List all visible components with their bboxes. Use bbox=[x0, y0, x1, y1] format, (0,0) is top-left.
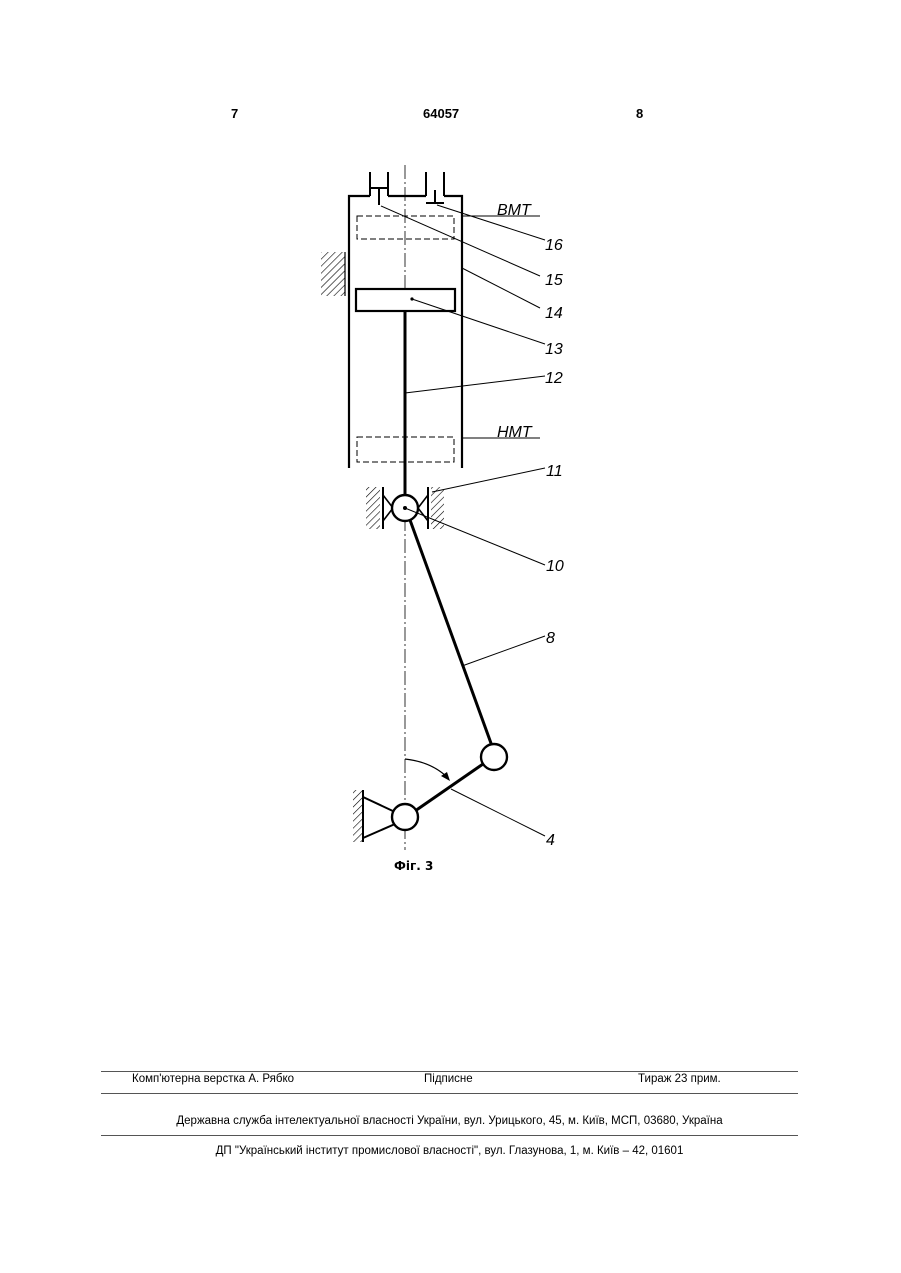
crank-arm bbox=[415, 764, 483, 811]
cylinder-mount-hatch bbox=[321, 252, 345, 296]
tdc-piston-position bbox=[357, 216, 454, 239]
angle-arc bbox=[405, 759, 448, 778]
label-10: 10 bbox=[546, 558, 564, 575]
footer-rule-top bbox=[101, 1071, 798, 1072]
label-16: 16 bbox=[545, 237, 563, 254]
footer-rule-middle bbox=[101, 1093, 798, 1094]
label-15: 15 bbox=[545, 272, 563, 289]
label-4: 4 bbox=[546, 832, 555, 849]
label-11: 11 bbox=[546, 463, 563, 480]
figure-caption: Фіг. 3 bbox=[394, 859, 433, 873]
piston bbox=[356, 289, 455, 311]
circulation: Тираж 23 прим. bbox=[638, 1073, 721, 1085]
label-13: 13 bbox=[545, 341, 563, 358]
institute-address: ДП "Український інститут промислової вла… bbox=[101, 1145, 798, 1157]
agency-address: Державна служба інтелектуальної власност… bbox=[101, 1115, 798, 1127]
label-bdc: НМТ bbox=[497, 424, 533, 441]
label-12: 12 bbox=[545, 370, 563, 387]
layout-credit: Комп'ютерна верстка А. Рябко bbox=[132, 1073, 294, 1085]
label-tdc: ВМТ bbox=[497, 202, 532, 219]
label-14: 14 bbox=[545, 305, 563, 322]
valves bbox=[370, 172, 444, 205]
footer-rule-bottom bbox=[101, 1135, 798, 1136]
connecting-rod bbox=[410, 520, 492, 746]
crank-pin bbox=[481, 744, 507, 770]
signed-note: Підписне bbox=[424, 1073, 473, 1085]
label-8: 8 bbox=[546, 630, 555, 647]
main-bearing bbox=[392, 804, 418, 830]
figure-3-drawing: ВМТ НМТ 16 15 14 13 12 11 10 8 4 Фіг. 3 bbox=[0, 0, 901, 900]
